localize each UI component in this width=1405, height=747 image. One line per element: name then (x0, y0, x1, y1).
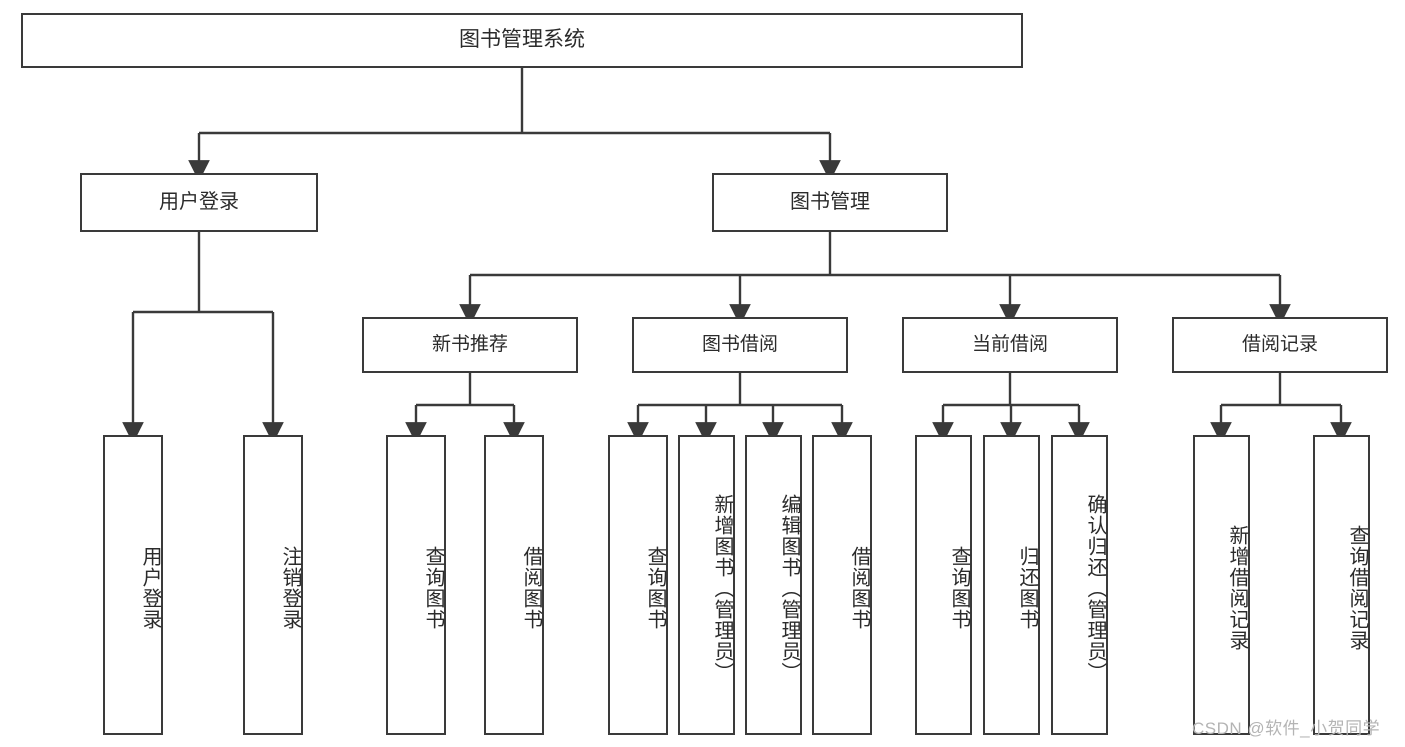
node-leaf-query-book-3[interactable]: 查询图书 (915, 435, 972, 735)
node-new-book-recommend-label: 新书推荐 (431, 333, 508, 355)
node-root-label: 图书管理系统 (459, 28, 585, 52)
node-leaf-query-book-2[interactable]: 查询图书 (608, 435, 668, 735)
node-leaf-query-borrow-record-label: 查询借阅记录 (1346, 525, 1368, 651)
node-user-login[interactable]: 用户登录 (80, 173, 318, 232)
node-leaf-add-borrow-record-label: 新增借阅记录 (1226, 525, 1248, 651)
node-borrow-record[interactable]: 借阅记录 (1172, 317, 1388, 373)
node-leaf-edit-book[interactable]: 编辑图书（管理员） (745, 435, 802, 735)
node-book-borrow[interactable]: 图书借阅 (632, 317, 848, 373)
node-leaf-add-borrow-record[interactable]: 新增借阅记录 (1193, 435, 1250, 735)
node-leaf-query-book-1[interactable]: 查询图书 (386, 435, 446, 735)
node-leaf-confirm-return-label: 确认归还（管理员） (1084, 493, 1106, 683)
node-leaf-query-book-1-label: 查询图书 (422, 546, 444, 630)
watermark-text: CSDN @软件_小贺同学 (1192, 719, 1381, 738)
node-current-borrow[interactable]: 当前借阅 (902, 317, 1118, 373)
node-leaf-query-book-3-label: 查询图书 (948, 546, 970, 630)
node-leaf-add-book-label: 新增图书（管理员） (711, 493, 733, 683)
node-leaf-borrow-book-2[interactable]: 借阅图书 (812, 435, 872, 735)
node-leaf-logout-login-label: 注销登录 (279, 546, 301, 630)
node-leaf-query-borrow-record[interactable]: 查询借阅记录 (1313, 435, 1370, 735)
node-leaf-return-book[interactable]: 归还图书 (983, 435, 1040, 735)
node-leaf-borrow-book-2-label: 借阅图书 (848, 546, 870, 630)
node-leaf-user-login-label: 用户登录 (139, 546, 161, 630)
node-current-borrow-label: 当前借阅 (971, 333, 1048, 355)
node-book-manage-label: 图书管理 (790, 190, 870, 213)
node-leaf-borrow-book-1-label: 借阅图书 (520, 546, 542, 630)
node-leaf-query-book-2-label: 查询图书 (644, 546, 666, 630)
node-leaf-logout-login[interactable]: 注销登录 (243, 435, 303, 735)
node-leaf-borrow-book-1[interactable]: 借阅图书 (484, 435, 544, 735)
node-book-manage[interactable]: 图书管理 (712, 173, 948, 232)
node-leaf-user-login[interactable]: 用户登录 (103, 435, 163, 735)
node-new-book-recommend[interactable]: 新书推荐 (362, 317, 578, 373)
node-leaf-confirm-return[interactable]: 确认归还（管理员） (1051, 435, 1108, 735)
node-user-login-label: 用户登录 (159, 190, 239, 213)
node-book-borrow-label: 图书借阅 (701, 333, 778, 355)
node-leaf-edit-book-label: 编辑图书（管理员） (778, 493, 800, 683)
node-root[interactable]: 图书管理系统 (21, 13, 1023, 68)
node-borrow-record-label: 借阅记录 (1241, 333, 1318, 355)
node-leaf-add-book[interactable]: 新增图书（管理员） (678, 435, 735, 735)
node-leaf-return-book-label: 归还图书 (1016, 546, 1038, 630)
